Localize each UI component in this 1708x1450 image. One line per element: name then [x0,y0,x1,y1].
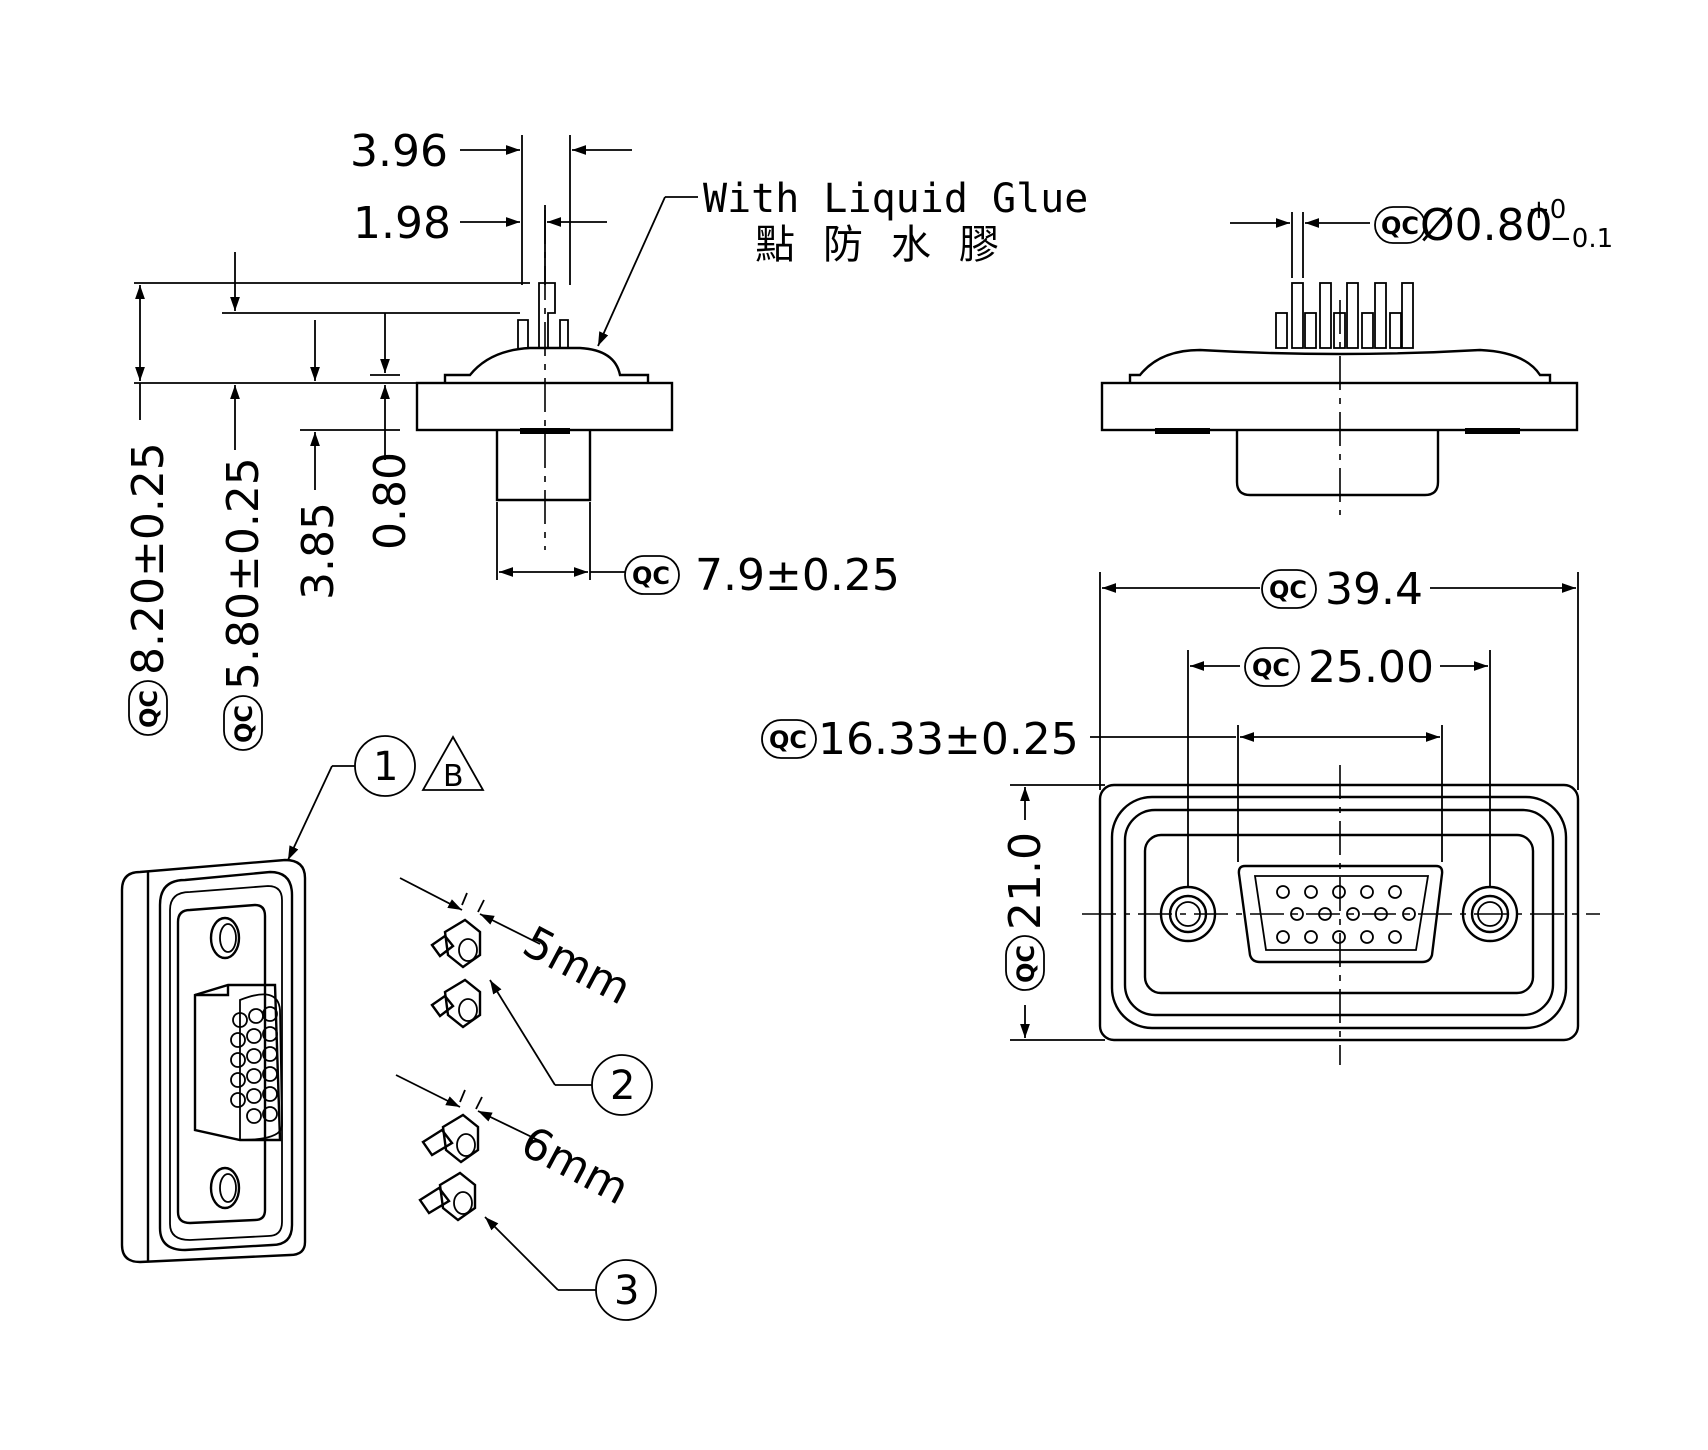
balloon-3 [595,1259,657,1321]
screw-6mm-b [418,1171,477,1222]
screw-detail: 5mm 2 6mm 3 [395,877,657,1321]
iso-view: 1 B [120,735,485,1264]
iso-pins [230,1006,278,1124]
balloon-2 [591,1054,653,1116]
dim-screw-long: 6mm [513,1117,637,1215]
screw-5mm-a [430,918,482,969]
side-view: 3.96 1.98 QC 8.20±0.25 QC 5.80±0.25 [123,126,1088,751]
svg-text:QC: QC [1252,654,1290,682]
front-view: QC 39.4 QC 25.00 QC 16.33±0.25 [761,564,1600,1065]
svg-text:QC: QC [135,690,163,728]
revision-label: B [443,759,464,794]
dim-pin-dia: Ø0.80 [1420,200,1553,251]
rear-glue-dome [1128,348,1552,383]
rear-shell [1235,430,1440,497]
svg-text:QC: QC [1381,212,1419,240]
dim-flange-gap: 3.85 [293,502,344,600]
svg-text:QC: QC [769,726,807,754]
dim-flange-thk: 0.80 [365,452,416,550]
svg-text:QC: QC [230,705,258,743]
dim-overall-height: 21.0 [1000,832,1051,930]
iso-recess [176,903,267,1225]
iso-screw-top [209,916,241,960]
side-glue-dome [443,346,650,383]
screw-6mm-a [421,1113,480,1164]
dim-pin-tol-plus: +0 [1528,195,1566,225]
balloon-1-label: 1 [373,744,398,790]
dim-screw-short: 5mm [515,917,639,1015]
svg-text:QC: QC [1269,576,1307,604]
dim-shell-width: 7.9±0.25 [695,550,900,601]
front-flange-inner [1123,808,1555,1017]
front-outer [1098,783,1580,1042]
dim-shell-face: 16.33±0.25 [818,714,1079,765]
qc-badge-39-4: QC [1261,569,1317,609]
note-glue-cjk: 點防水膠 [755,222,1027,268]
qc-badge-pin: QC [1374,206,1426,244]
iso-screw-bottom [209,1166,241,1210]
side-shell [495,430,592,502]
dim-half-pitch: 1.98 [353,198,451,249]
rear-pins [1275,282,1414,349]
balloon-2-label: 2 [610,1063,635,1109]
front-dsub-shell [1237,864,1444,964]
front-gasket [1110,795,1568,1030]
dim-height-total: 8.20±0.25 [123,442,174,675]
qc-badge-8-20: QC [128,680,168,736]
qc-badge-16-33: QC [761,719,817,759]
qc-badge-5-80: QC [223,695,263,751]
qc-badge-7-9: QC [624,555,680,595]
balloon-3-label: 3 [614,1268,639,1314]
revision-triangle [421,735,485,791]
svg-text:QC: QC [1012,945,1040,983]
dim-overall-width: 39.4 [1325,564,1423,615]
dim-top-pitch: 3.96 [350,126,448,177]
balloon-1 [354,735,416,797]
screw-5mm-b [430,978,482,1029]
front-dsub-insert [1253,875,1430,951]
qc-badge-21: QC [1005,935,1045,991]
iso-outer [120,858,307,1264]
dim-hole-pitch: 25.00 [1308,642,1434,693]
rear-view: QC Ø0.80 +0 −0.1 [1100,195,1613,515]
svg-text:QC: QC [632,562,670,590]
dim-pin-tol-minus: −0.1 [1550,224,1613,254]
dim-height-body: 5.80±0.25 [218,457,269,690]
qc-badge-25: QC [1244,647,1300,687]
note-glue-en: With Liquid Glue [703,176,1088,222]
iso-gasket [158,870,294,1252]
